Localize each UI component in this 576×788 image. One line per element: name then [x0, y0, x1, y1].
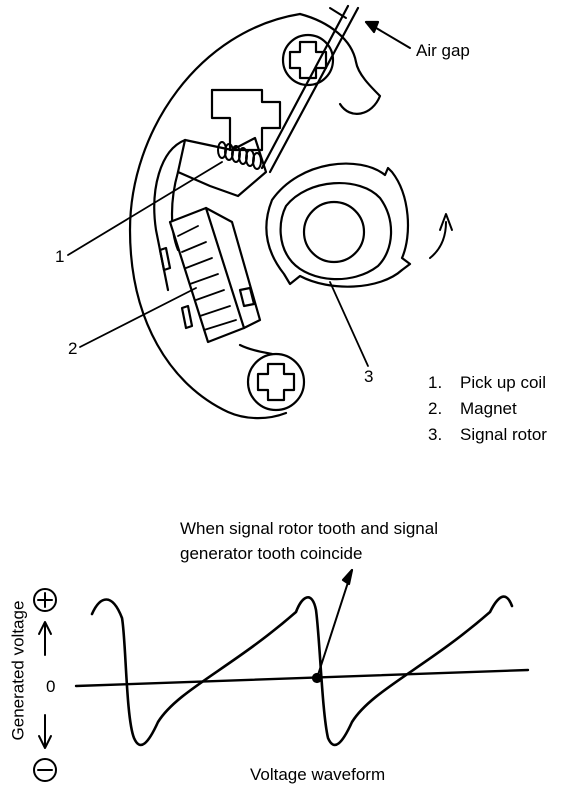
legend-item-magnet: 2. Magnet	[428, 400, 517, 417]
zero-axis	[74, 668, 530, 688]
coincide-annotation-line2: generator tooth coincide	[180, 544, 363, 563]
minus-circle-icon	[33, 758, 57, 782]
air-gap-indicator	[260, 4, 411, 174]
top-screw	[281, 33, 335, 87]
signal-rotor	[265, 162, 453, 288]
legend-text: Pick up coil	[460, 373, 546, 392]
part-label-3: 3	[364, 367, 374, 386]
pickup-coil-assembly	[153, 88, 282, 292]
air-gap-label: Air gap	[416, 41, 470, 60]
legend-number: 3.	[428, 425, 443, 444]
legend-text: Magnet	[460, 399, 517, 418]
bottom-screw	[238, 343, 306, 412]
legend-number: 2.	[428, 399, 443, 418]
voltage-waveform	[90, 595, 514, 747]
coincide-point	[311, 568, 354, 684]
part-label-2: 2	[68, 339, 78, 358]
waveform-caption: Voltage waveform	[250, 765, 386, 784]
magnet	[158, 206, 262, 344]
down-arrow-icon	[38, 714, 52, 749]
zero-label: 0	[46, 677, 56, 696]
legend-item-signal-rotor: 3. Signal rotor	[428, 426, 547, 443]
part-label-1: 1	[55, 247, 65, 266]
leader-lines	[67, 161, 369, 367]
coil-winding	[217, 141, 262, 170]
base-plate	[128, 12, 382, 420]
coincide-annotation-line1: When signal rotor tooth and signal	[180, 519, 438, 538]
plus-circle-icon	[33, 588, 57, 612]
legend-number: 1.	[428, 373, 443, 392]
legend-text: Signal rotor	[460, 425, 547, 444]
up-arrow-icon	[38, 621, 52, 656]
y-axis-label: Generated voltage	[8, 600, 28, 741]
legend-item-pickup-coil: 1. Pick up coil	[428, 374, 546, 391]
